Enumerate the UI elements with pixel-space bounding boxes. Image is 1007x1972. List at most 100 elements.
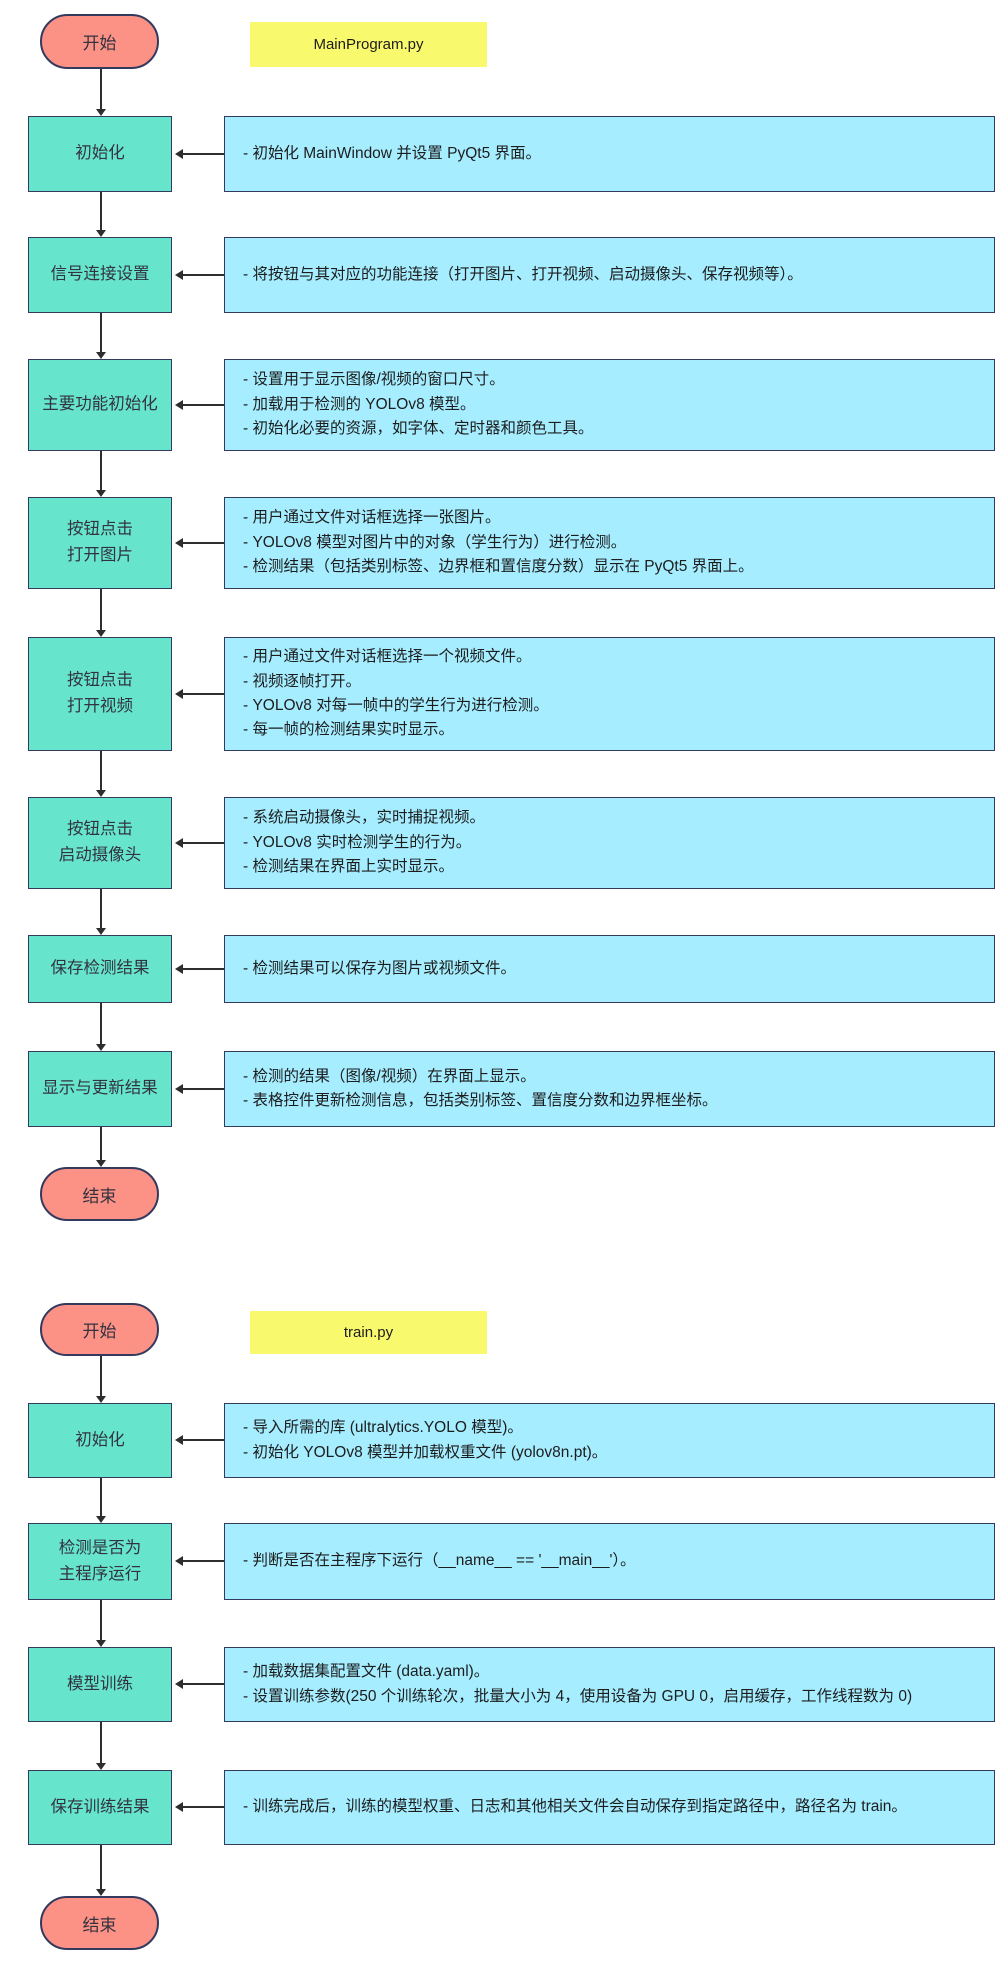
arrow-left [175, 1678, 224, 1689]
description-text: - 将按钮与其对应的功能连接（打开图片、打开视频、启动摄像头、保存视频等）。 [243, 265, 803, 283]
description-text: - 导入所需的库 (ultralytics.YOLO 模型)。 - 初始化 YO… [243, 1419, 608, 1461]
flowchart-title-text: train.py [343, 1324, 394, 1341]
process-node-save-result: 保存检测结果 [28, 935, 172, 1003]
process-node-init: 初始化 [28, 116, 172, 192]
arrow-down [95, 1722, 106, 1770]
arrow-down [95, 1845, 106, 1896]
process-node-label: 按钮点击 打开图片 [67, 520, 133, 564]
arrowhead-left-icon [175, 963, 183, 974]
process-node-model-train: 模型训练 [28, 1647, 172, 1722]
arrowhead-down-icon [95, 928, 106, 935]
description-text: - 检测的结果（图像/视频）在界面上显示。 - 表格控件更新检测信息，包括类别标… [243, 1067, 718, 1109]
process-node-label: 保存检测结果 [50, 959, 150, 978]
description-text: - 用户通过文件对话框选择一个视频文件。 - 视频逐帧打开。 - YOLOv8 … [243, 648, 549, 739]
end-terminal-label: 结束 [82, 1915, 117, 1935]
process-node-label: 初始化 [75, 1430, 125, 1449]
arrowhead-left-icon [175, 1434, 183, 1445]
arrow-left [175, 688, 224, 699]
arrow-left [175, 1083, 224, 1094]
description-text: - 判断是否在主程序下运行（__name__ == '__main__'）。 [243, 1552, 636, 1570]
end-terminal-label: 结束 [82, 1186, 117, 1206]
process-node-save-train: 保存训练结果 [28, 1770, 172, 1845]
arrowhead-left-icon [175, 837, 183, 848]
flowchart-title-label: MainProgram.py [250, 22, 487, 67]
arrow-left [175, 1555, 224, 1566]
description-box: - 初始化 MainWindow 并设置 PyQt5 界面。 [224, 116, 995, 192]
description-text: - 检测结果可以保存为图片或视频文件。 [243, 959, 516, 977]
description-box: - 检测的结果（图像/视频）在界面上显示。 - 表格控件更新检测信息，包括类别标… [224, 1051, 995, 1127]
start-terminal: 开始 [40, 14, 159, 69]
process-node-label: 模型训练 [67, 1674, 133, 1693]
start-terminal-label: 开始 [82, 34, 117, 53]
arrowhead-down-icon [95, 630, 106, 637]
arrow-down [95, 1356, 106, 1403]
description-box: - 检测结果可以保存为图片或视频文件。 [224, 935, 995, 1003]
arrowhead-left-icon [175, 1083, 183, 1094]
description-box: - 系统启动摄像头，实时捕捉视频。 - YOLOv8 实时检测学生的行为。 - … [224, 797, 995, 889]
description-box: - 设置用于显示图像/视频的窗口尺寸。 - 加载用于检测的 YOLOv8 模型。… [224, 359, 995, 451]
arrowhead-down-icon [95, 109, 106, 116]
arrowhead-down-icon [95, 790, 106, 797]
description-text: - 初始化 MainWindow 并设置 PyQt5 界面。 [243, 144, 541, 162]
description-box: - 判断是否在主程序下运行（__name__ == '__main__'）。 [224, 1523, 995, 1600]
arrowhead-left-icon [175, 1555, 183, 1566]
process-node-label: 信号连接设置 [50, 265, 150, 284]
process-node-label: 按钮点击 打开视频 [67, 671, 133, 715]
arrowhead-down-icon [95, 230, 106, 237]
description-box: - 将按钮与其对应的功能连接（打开图片、打开视频、启动摄像头、保存视频等）。 [224, 237, 995, 313]
description-text: - 训练完成后，训练的模型权重、日志和其他相关文件会自动保存到指定路径中，路径名… [243, 1798, 907, 1816]
end-terminal-train: 结束 [40, 1896, 159, 1950]
arrowhead-left-icon [175, 1801, 183, 1812]
arrow-left [175, 148, 224, 159]
process-node-open-image: 按钮点击 打开图片 [28, 497, 172, 589]
arrow-down [95, 192, 106, 237]
arrowhead-left-icon [175, 537, 183, 548]
process-node-signal: 信号连接设置 [28, 237, 172, 313]
end-terminal: 结束 [40, 1167, 159, 1221]
process-node-camera: 按钮点击 启动摄像头 [28, 797, 172, 889]
arrowhead-down-icon [95, 352, 106, 359]
process-node-open-video: 按钮点击 打开视频 [28, 637, 172, 751]
description-box: - 用户通过文件对话框选择一张图片。 - YOLOv8 模型对图片中的对象（学生… [224, 497, 995, 589]
arrowhead-left-icon [175, 1678, 183, 1689]
process-node-label: 显示与更新结果 [42, 1079, 158, 1098]
process-node-label: 按钮点击 启动摄像头 [58, 820, 142, 864]
arrow-down [95, 1127, 106, 1167]
arrow-down [95, 589, 106, 637]
process-node-mainfunc: 主要功能初始化 [28, 359, 172, 451]
arrow-left [175, 837, 224, 848]
arrow-down [95, 313, 106, 359]
flowchart-title-label-train: train.py [250, 1311, 487, 1354]
description-text: - 用户通过文件对话框选择一张图片。 - YOLOv8 模型对图片中的对象（学生… [243, 509, 754, 576]
arrowhead-down-icon [95, 1516, 106, 1523]
arrow-left [175, 269, 224, 280]
process-node-label: 初始化 [75, 144, 125, 163]
arrow-left [175, 399, 224, 410]
arrow-down [95, 1600, 106, 1647]
arrow-left [175, 963, 224, 974]
arrow-left [175, 537, 224, 548]
description-box: - 导入所需的库 (ultralytics.YOLO 模型)。 - 初始化 YO… [224, 1403, 995, 1478]
arrowhead-down-icon [95, 1396, 106, 1403]
arrow-down [95, 451, 106, 497]
arrow-down [95, 69, 106, 116]
description-text: - 系统启动摄像头，实时捕捉视频。 - YOLOv8 实时检测学生的行为。 - … [243, 809, 485, 876]
arrowhead-left-icon [175, 269, 183, 280]
arrowhead-down-icon [95, 1044, 106, 1051]
arrowhead-left-icon [175, 148, 183, 159]
arrow-down [95, 1478, 106, 1523]
arrowhead-down-icon [95, 490, 106, 497]
arrow-left [175, 1434, 224, 1445]
process-node-main-check: 检测是否为 主程序运行 [28, 1523, 172, 1600]
arrowhead-down-icon [95, 1889, 106, 1896]
description-text: - 设置用于显示图像/视频的窗口尺寸。 - 加载用于检测的 YOLOv8 模型。… [243, 371, 594, 438]
description-text: - 加载数据集配置文件 (data.yaml)。 - 设置训练参数(250 个训… [243, 1663, 913, 1705]
arrow-left [175, 1801, 224, 1812]
arrow-down [95, 1003, 106, 1051]
arrow-down [95, 751, 106, 797]
arrow-down [95, 889, 106, 935]
arrowhead-down-icon [95, 1160, 106, 1167]
description-box: - 训练完成后，训练的模型权重、日志和其他相关文件会自动保存到指定路径中，路径名… [224, 1770, 995, 1845]
arrowhead-down-icon [95, 1763, 106, 1770]
